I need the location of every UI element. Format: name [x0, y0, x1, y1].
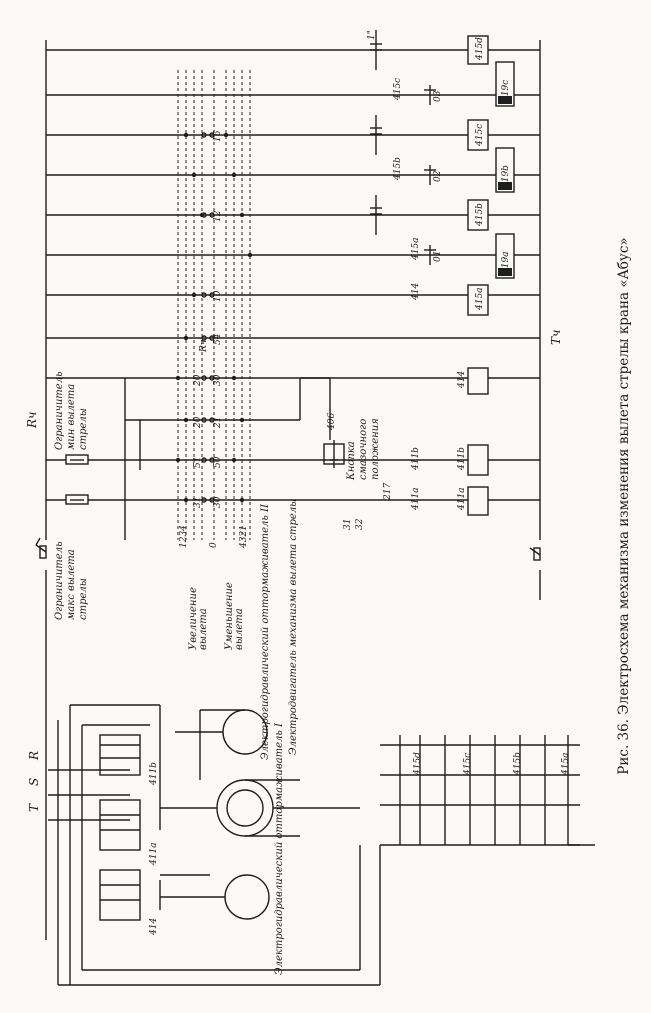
power-label-414: 414 — [149, 918, 159, 936]
brake-thruster-2 — [175, 709, 268, 780]
relay-411b-1: 411b — [411, 447, 421, 471]
relay-415c: 415c — [475, 124, 485, 147]
power-label-411b: 411b — [149, 762, 159, 786]
control-neutral-switch — [529, 547, 541, 561]
contact-16: 16 — [213, 130, 223, 142]
max-limit-label-1: Ограничитель — [54, 541, 65, 620]
timer-02: 02 — [433, 170, 443, 182]
power-label-411a: 411a — [149, 842, 159, 866]
power-contactor-411a — [99, 799, 141, 851]
contact-30: 30 — [213, 496, 223, 508]
boom-reach-motor — [160, 779, 360, 837]
power-contactor-414 — [99, 869, 141, 921]
min-limit-switch — [65, 454, 89, 465]
contact-12: 12 — [213, 210, 223, 222]
contact-10: 10 — [213, 290, 223, 302]
decrease-label-1: Уменьшение — [224, 582, 235, 650]
phase-lines — [48, 769, 130, 821]
power-frame — [57, 704, 381, 986]
figure-caption: Рис. 36. Электросхема механизма изменени… — [616, 237, 632, 775]
relay-411a-1: 411a — [411, 487, 421, 511]
max-limit-label-3: стрелы — [78, 578, 89, 620]
contact-54: 54 — [213, 333, 223, 345]
button-label-2: смазочного — [358, 419, 369, 480]
contact-30b: 30 — [213, 374, 223, 386]
resistor-415c: 415c — [463, 753, 473, 776]
contact-217: 217 — [383, 483, 393, 501]
contact-20b: 20 — [193, 374, 203, 387]
increase-label-1: Увеличение — [188, 587, 199, 650]
timed-contacts — [370, 30, 436, 265]
motor-label-main: Электродвигатель механизма вылета стрелы — [288, 499, 299, 755]
controller-numbers-zero: 0 — [209, 542, 219, 548]
lubrication-button — [323, 440, 345, 468]
contact-50: 50 — [213, 456, 223, 468]
relay-414-2: 414 — [411, 283, 421, 301]
relay-419c: 419c — [501, 80, 511, 103]
min-limit-label-3: стрелы — [78, 408, 89, 450]
decrease-label-2: вылета — [234, 608, 245, 650]
resistor-415d: 415d — [413, 752, 423, 776]
timer-01: 01 — [433, 251, 443, 262]
neutral-label: Tч — [549, 330, 563, 345]
controller-numbers-top: 4321 — [239, 525, 249, 549]
relay-419b: 419b — [501, 165, 511, 189]
relay-coils — [467, 35, 515, 516]
phase-s: S — [27, 778, 41, 786]
relay-415a-1: 415a — [475, 287, 485, 311]
relay-419a: 419a — [501, 251, 511, 275]
resistor-415a: 415a — [561, 752, 571, 776]
button-label-3: положения — [370, 418, 381, 480]
contact-31b: 31 — [193, 497, 203, 508]
resistor-banks — [380, 735, 595, 846]
relay-coil-fills — [498, 96, 512, 276]
power-contactor-411b — [99, 734, 141, 776]
resistor-label: Rч — [199, 340, 209, 353]
max-limit-switch — [65, 494, 89, 505]
contact-21: 21 — [213, 417, 223, 429]
relay-415d: 415d — [475, 37, 485, 61]
relay-411a-2: 411a — [457, 487, 467, 511]
phase-t: T — [27, 803, 41, 812]
relay-411b-2: 411b — [457, 447, 467, 471]
controller-contacts — [201, 132, 215, 503]
resistor-415b: 415b — [513, 752, 523, 776]
control-branches — [46, 49, 540, 501]
contact-32: 32 — [355, 518, 365, 530]
phase-r: R — [27, 751, 41, 761]
timer-mark: 1" — [367, 30, 377, 40]
motor-label-thruster-1: Электрогидравлический оттормаживатель I — [274, 722, 285, 975]
brake-thruster-1 — [159, 874, 270, 920]
relay-415b-small: 415b — [393, 157, 403, 181]
controller-interlock-wiring — [124, 377, 331, 540]
timer-03: 03 — [433, 90, 443, 102]
relay-415a-2: 415a — [411, 237, 421, 261]
max-limit-label-2: макс вылета — [66, 549, 77, 620]
contact-20: 20 — [193, 416, 203, 429]
control-bus-label: Rч — [25, 412, 39, 430]
min-limit-label-2: мин вылета — [66, 384, 77, 450]
relay-415b: 415b — [475, 203, 485, 227]
motor-label-thruster-2: Электрогидравлический оттормаживатель II — [260, 503, 271, 760]
relay-415c-small: 415c — [393, 78, 403, 101]
relay-414-1: 414 — [457, 371, 467, 389]
contact-31: 31 — [343, 519, 353, 530]
min-limit-label-1: Ограничитель — [54, 371, 65, 450]
controller-numbers-bottom: 1234 — [179, 525, 189, 548]
control-main-switch — [35, 537, 47, 559]
button-code: 406 — [327, 413, 337, 431]
button-label-1: Кнопка — [346, 441, 357, 481]
contact-51: 51 — [193, 457, 203, 468]
increase-label-2: вылета — [198, 608, 209, 650]
